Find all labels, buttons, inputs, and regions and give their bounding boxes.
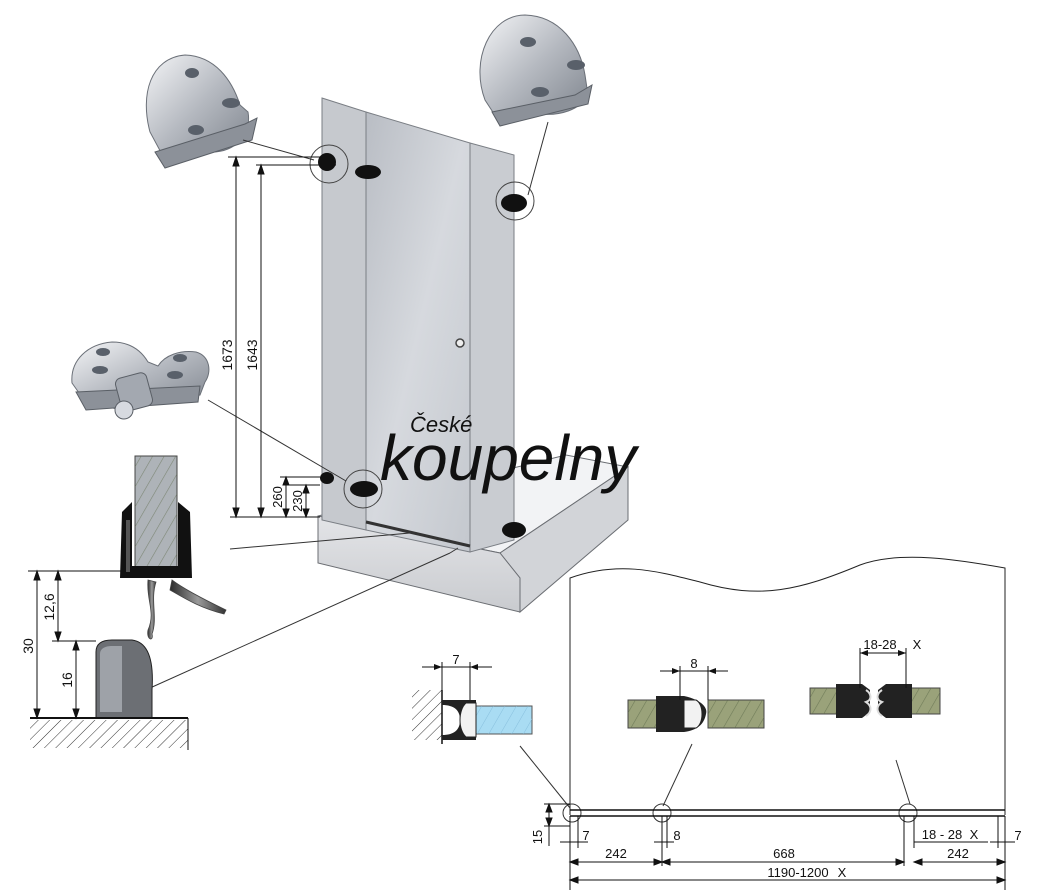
watermark-line1: České	[410, 412, 472, 437]
hinge-bottom-door	[350, 481, 378, 497]
callout-circle	[495, 181, 535, 221]
fixed-glass-panel-right	[469, 142, 515, 553]
dimension-1643: 1643	[244, 339, 260, 370]
hinge-bottom-left	[320, 472, 334, 484]
magnetic-seal-section	[809, 648, 941, 718]
magnetic-gap-suffix: X	[913, 637, 922, 652]
plan-dimension-7-left: 7	[582, 828, 589, 843]
fixed-door-seal-section	[627, 666, 765, 732]
elevation-dimensions	[228, 155, 336, 519]
plan-dimension-total-suffix: X	[838, 865, 847, 880]
dimension-30: 30	[20, 638, 36, 654]
wall-clamp-bottom-right	[502, 522, 526, 538]
hinge-top-door	[355, 165, 381, 179]
plan-dimension-total: 1190-1200	[767, 865, 828, 880]
seal-detail-dimensions	[28, 569, 124, 720]
dimension-230: 230	[290, 490, 305, 512]
fixed-to-door-gap: 8	[690, 656, 697, 671]
dimension-12-6: 12,6	[41, 593, 57, 620]
door-knob	[455, 338, 465, 348]
door-hinge-icon	[71, 341, 210, 420]
plan-view-frame	[569, 556, 1006, 815]
wall-bracket-left-icon	[145, 54, 258, 169]
wall-clamp-top-right	[501, 194, 527, 212]
magnetic-gap: 18-28	[863, 637, 896, 652]
plan-dimension-242-right: 242	[947, 846, 969, 861]
dimension-1673: 1673	[219, 339, 235, 370]
plan-dimension-242-left: 242	[605, 846, 627, 861]
callout-circle	[309, 144, 349, 184]
plan-dimension-18-28: 18 - 28	[922, 827, 962, 842]
hinge-top-left	[318, 153, 336, 171]
dimension-260: 260	[270, 486, 285, 508]
watermark-line2: koupelny	[380, 422, 640, 494]
plan-callout-lines	[519, 743, 918, 823]
plan-dimensions	[544, 802, 1015, 890]
callout-circle	[343, 469, 383, 509]
wall-profile-width: 7	[452, 652, 459, 667]
plan-dimension-8: 8	[673, 828, 680, 843]
dimension-16: 16	[59, 672, 75, 688]
plan-dimension-15: 15	[530, 830, 545, 844]
wall-bracket-right-icon	[479, 14, 593, 127]
plan-dimension-18-28-suffix: X	[970, 827, 979, 842]
enclosure-3d-view	[309, 97, 630, 614]
plan-dimension-7-right: 7	[1014, 828, 1021, 843]
wall-profile-section	[412, 662, 533, 744]
bottom-seal-detail	[30, 455, 227, 750]
plan-dimension-668: 668	[773, 846, 795, 861]
